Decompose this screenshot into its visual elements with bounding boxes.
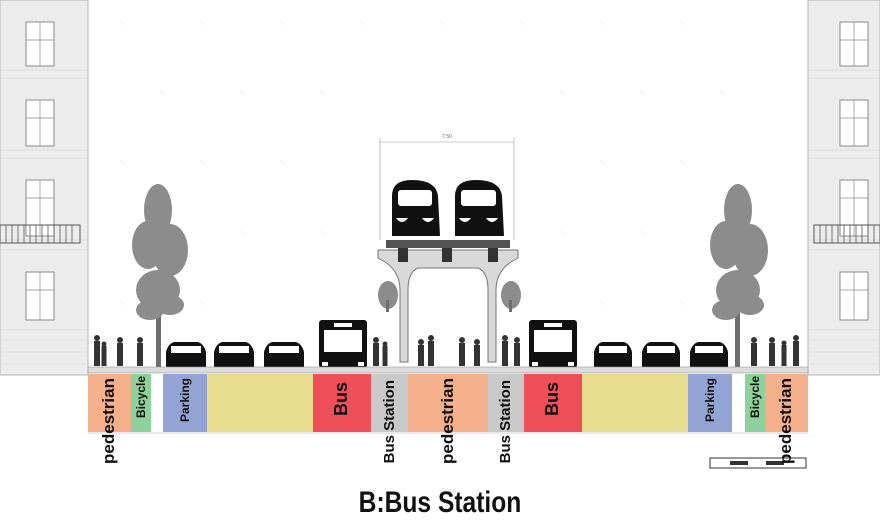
- pedestrian-icon: [514, 337, 520, 366]
- lane-traffic: [582, 374, 635, 432]
- car-icon: [594, 342, 632, 368]
- top-dimension-label: 7.50: [442, 134, 452, 140]
- pedestrian-icon: [382, 341, 388, 366]
- lane-label-bus: Bus: [542, 382, 563, 417]
- station-shrub-icon: [378, 281, 521, 312]
- car-icon: [214, 342, 254, 368]
- bus-icon-left: [319, 320, 367, 368]
- pedestrian-icon: [428, 335, 434, 366]
- lane-bicycle: [745, 374, 765, 432]
- lane-label-bicycle: Bicycle: [747, 376, 762, 419]
- lane-label-bus: Bus: [331, 382, 352, 417]
- pedestrian-icons: [94, 335, 799, 366]
- monorail-train-icon: [392, 180, 504, 236]
- pedestrian-icon: [94, 335, 100, 366]
- car-icon: [166, 342, 206, 368]
- pedestrian-icon: [459, 337, 465, 366]
- lane-traffic: [635, 374, 688, 432]
- lane-bands: [88, 374, 808, 432]
- car-icon: [690, 342, 728, 368]
- ground-line: [87, 366, 809, 374]
- pedestrian-icon: [101, 341, 107, 366]
- lane-pedestrian: [765, 374, 808, 432]
- lane-label-parking: Parking: [177, 378, 192, 423]
- right-tree-icon: [710, 184, 768, 368]
- lane-label-pedestrian: pedestrian: [437, 378, 457, 464]
- lane-label-bicycle: Bicycle: [133, 376, 148, 419]
- left-building-icon: [0, 0, 89, 376]
- pedestrian-icon: [793, 335, 799, 366]
- cyclist-icon: [751, 337, 757, 366]
- cyclist-icon: [137, 337, 143, 366]
- background-hatch: [119, 19, 726, 306]
- car-icons: [166, 342, 728, 368]
- lane-traffic: [260, 374, 313, 432]
- pedestrian-icon: [781, 340, 787, 366]
- car-icon: [642, 342, 680, 368]
- lane-parking: [688, 374, 732, 432]
- pedestrian-icon: [418, 339, 424, 366]
- pedestrian-icon: [502, 335, 508, 366]
- lane-label-parking: Parking: [702, 378, 717, 423]
- lane-station: [371, 374, 408, 432]
- lane-bus: [313, 374, 371, 432]
- lane-pedestrian: [88, 374, 131, 432]
- lane-bus: [524, 374, 582, 432]
- lane-pedestrian: [408, 374, 488, 432]
- left-tree-icon: [132, 184, 188, 368]
- car-icon: [264, 342, 304, 368]
- lane-label-station: Bus Station: [380, 380, 398, 464]
- lane-bicycle: [131, 374, 151, 432]
- lane-traffic: [207, 374, 260, 432]
- monorail-structure: [377, 138, 519, 363]
- lane-label-pedestrian: pedestrian: [776, 378, 796, 464]
- right-building-icon: [807, 0, 880, 376]
- bus-icon-right: [529, 320, 577, 368]
- pedestrian-icon: [117, 337, 123, 366]
- pedestrian-icon: [373, 337, 379, 366]
- pedestrian-icon: [769, 337, 775, 366]
- lane-label-station: Bus Station: [497, 380, 514, 464]
- lane-parking: [163, 374, 207, 432]
- pedestrian-icon: [474, 339, 480, 366]
- lane-station: [488, 374, 524, 432]
- caption: B:Bus Station: [358, 486, 522, 519]
- lane-label-pedestrian: pedestrian: [99, 378, 119, 464]
- scale-bar: [709, 457, 807, 469]
